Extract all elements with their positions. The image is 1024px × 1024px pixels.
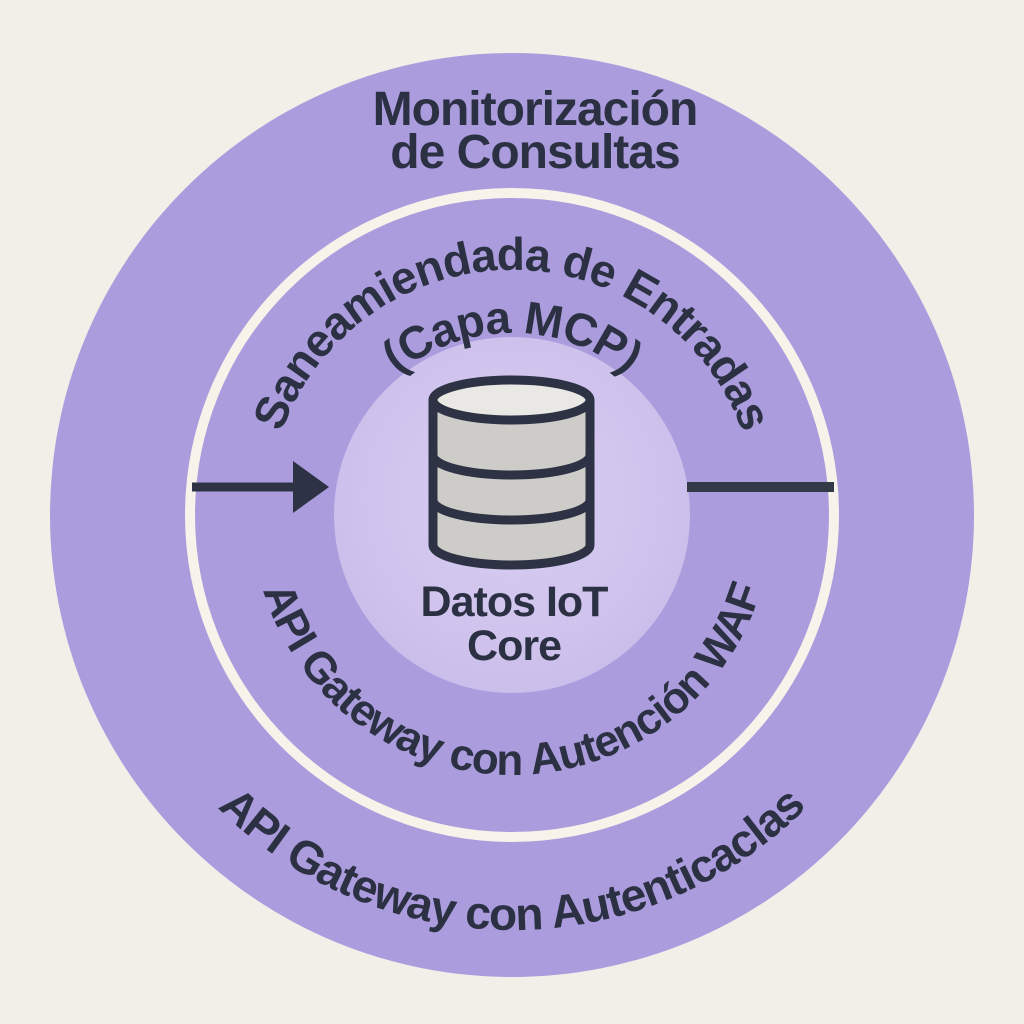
outer-ring-title-line2: de Consultas — [390, 126, 679, 179]
layer-divider-ring — [185, 188, 839, 842]
database-band-upper — [428, 450, 595, 480]
database-body — [428, 395, 595, 570]
database-band-lower — [428, 495, 595, 525]
left-arrow-connector — [192, 461, 329, 513]
outer-ring-title-line1: Monitorización — [373, 83, 698, 136]
core-label-line1: Datos IoT — [421, 578, 609, 626]
database-cylinder-icon — [428, 375, 595, 570]
arrow-head-icon — [293, 461, 329, 513]
core-label-line2: Core — [467, 622, 561, 670]
database-top-ellipse — [428, 375, 595, 425]
